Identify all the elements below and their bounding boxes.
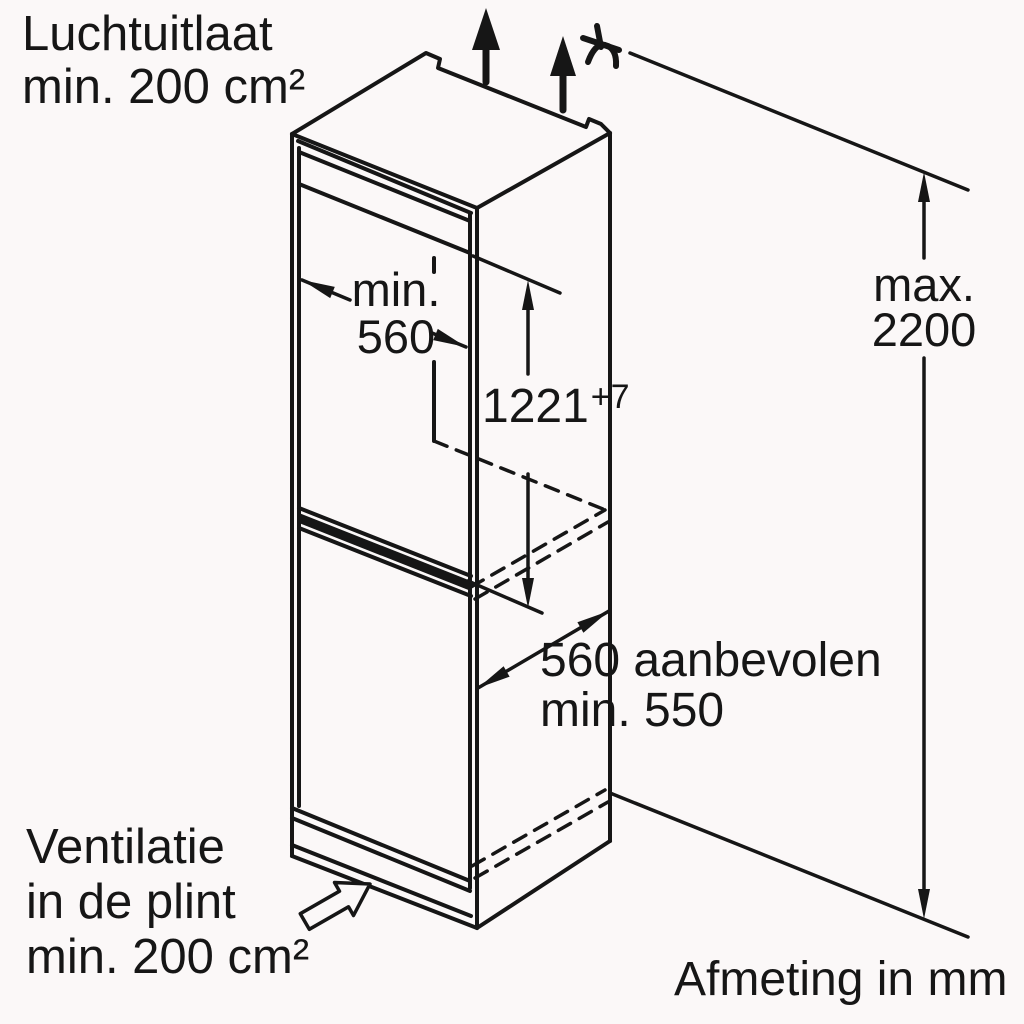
niche-width-dimension-line (300, 278, 468, 349)
max-height-dimension-line (608, 51, 970, 939)
niche-height-label: 1221+7 (482, 378, 630, 433)
niche-width-label: min.560 (351, 263, 441, 363)
max-height-label: max.2200 (871, 258, 977, 356)
tolerance-superscript: +7 (590, 378, 630, 416)
air-outlet-line1: Luchtuitlaat (22, 7, 273, 61)
up-arrow-icon-left (472, 8, 500, 86)
depth-dimension-line (476, 609, 611, 690)
vent-slot (297, 150, 472, 255)
niche-height-dimension-line (466, 254, 562, 615)
hidden-edges-dashed (432, 439, 610, 880)
units-note: Afmeting in mm (674, 953, 1008, 1006)
up-arrow-icon-right (550, 36, 576, 114)
cabinet-outline (290, 51, 612, 930)
air-outlet-line2: min. 200 cm² (22, 60, 306, 114)
airflow-icon (580, 23, 622, 69)
shelf-band (297, 506, 473, 598)
plinth-block-arrow-icon (298, 880, 372, 932)
